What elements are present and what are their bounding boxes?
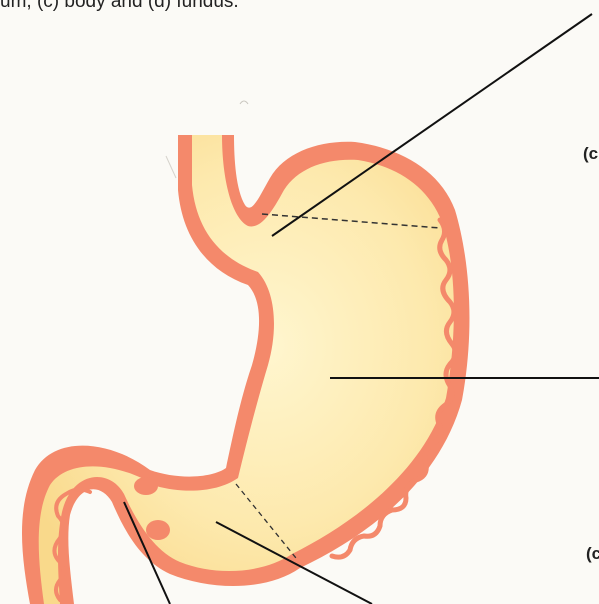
pyloric-sphincter-bottom (146, 520, 170, 540)
label-fundus-partial: (c (586, 544, 599, 564)
pencil-mark (240, 101, 248, 104)
label-cardia-partial: (c (583, 144, 598, 164)
stomach-lumen (39, 135, 454, 604)
pyloric-sphincter-top (134, 477, 158, 495)
pencil-mark-2 (166, 156, 176, 178)
